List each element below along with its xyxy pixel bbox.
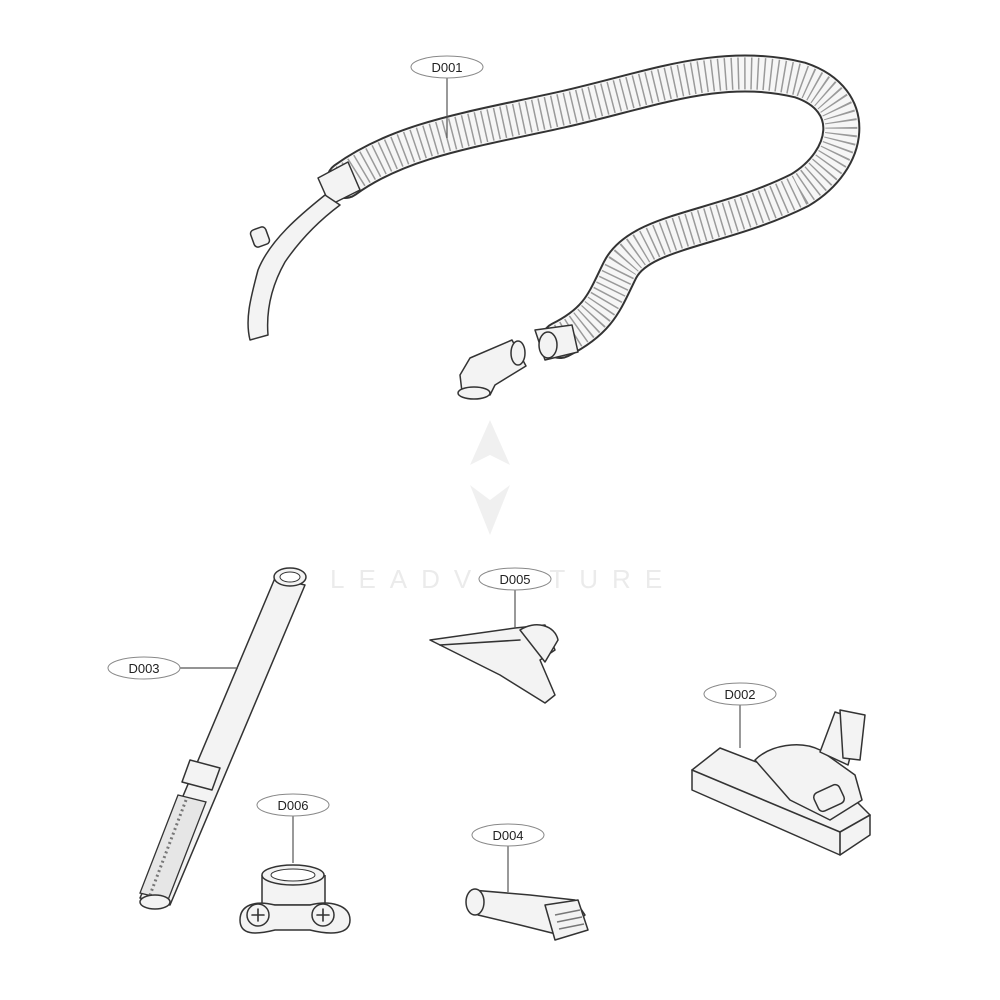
part-label-d003: D003 <box>107 656 181 680</box>
part-code-d002: D002 <box>724 687 755 702</box>
watermark: LEADVENTURE <box>330 420 662 594</box>
part-code-d006: D006 <box>277 798 308 813</box>
part-code-d001: D001 <box>431 60 462 75</box>
part-label-d002: D002 <box>703 682 777 706</box>
floor-nozzle-drawing <box>691 709 871 856</box>
upholstery-tool-drawing <box>429 624 559 704</box>
telescopic-wand-drawing <box>139 567 307 910</box>
part-label-d001: D001 <box>410 55 484 79</box>
tool-holder-drawing <box>239 864 351 934</box>
part-label-d006: D006 <box>256 793 330 817</box>
part-code-d005: D005 <box>499 572 530 587</box>
part-code-d003: D003 <box>128 661 159 676</box>
part-label-d004: D004 <box>471 823 545 847</box>
part-code-d004: D004 <box>492 828 523 843</box>
hose-drawing <box>247 54 861 400</box>
crevice-tool-drawing <box>465 888 589 941</box>
part-label-d005: D005 <box>478 567 552 591</box>
